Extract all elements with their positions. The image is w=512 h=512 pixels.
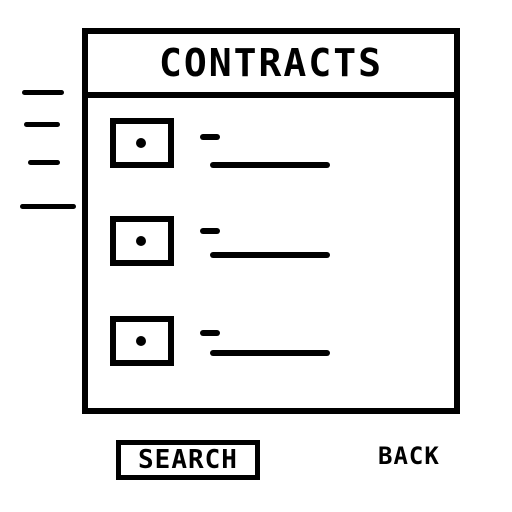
list-item[interactable]: [104, 298, 438, 388]
back-link[interactable]: BACK: [378, 442, 440, 470]
contract-thumbnail: [110, 118, 174, 168]
search-button[interactable]: SEARCH: [116, 440, 260, 480]
contract-list: [104, 118, 438, 388]
contracts-window: CONTRACTS: [82, 28, 460, 414]
scribble-3: [28, 160, 60, 165]
thumbnail-mark: [136, 138, 146, 148]
list-item[interactable]: [104, 118, 438, 208]
title-bar: CONTRACTS: [88, 34, 454, 98]
scribble-4: [20, 204, 76, 209]
contract-thumbnail: [110, 216, 174, 266]
scribble-1: [22, 90, 64, 95]
contract-thumbnail: [110, 316, 174, 366]
scribble-2: [24, 122, 60, 127]
thumbnail-mark: [136, 236, 146, 246]
thumbnail-mark: [136, 336, 146, 346]
list-item[interactable]: [104, 208, 438, 298]
window-title: CONTRACTS: [159, 41, 383, 85]
